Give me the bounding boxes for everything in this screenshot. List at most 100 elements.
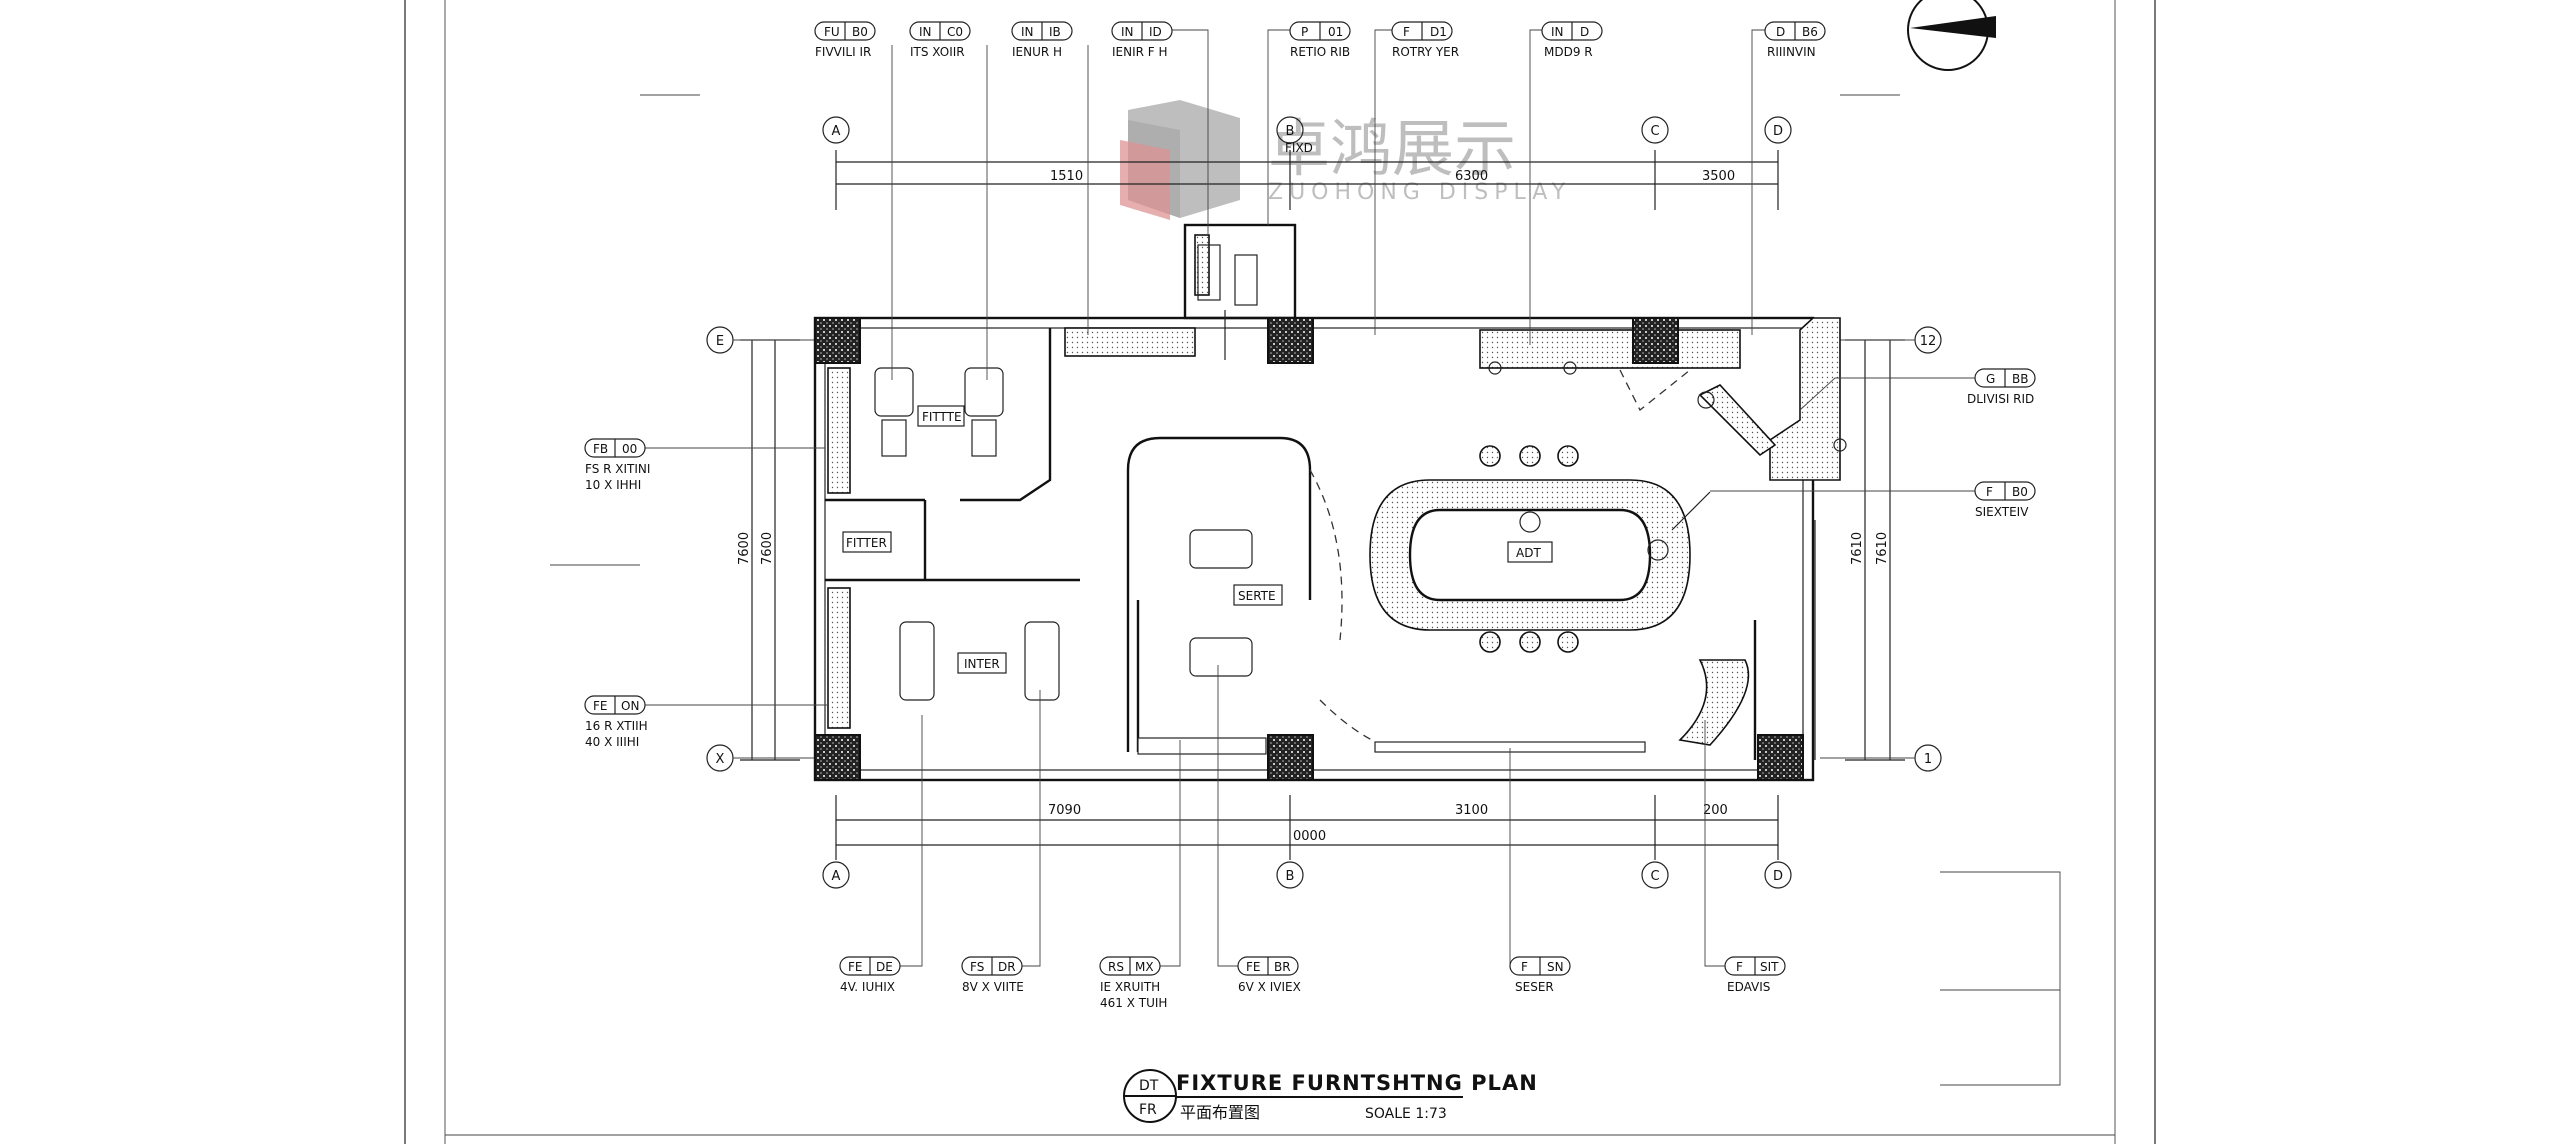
title-symbol-top: DT	[1139, 1078, 1159, 1094]
svg-text:B: B	[1286, 124, 1295, 139]
stools	[1479, 361, 1847, 653]
svg-text:A: A	[832, 124, 841, 139]
grid-bubble-right-1: 1	[1914, 744, 1942, 772]
callout-tag: IN ID IENIR F H	[1111, 21, 1173, 59]
svg-text:DE: DE	[876, 960, 893, 974]
svg-text:ITS XOIIR: ITS XOIIR	[910, 45, 965, 59]
dim-bottom-left: 7090	[1048, 803, 1081, 818]
room-label-adt: ADT	[1516, 546, 1541, 560]
svg-text:BB: BB	[2012, 372, 2028, 386]
watermark-cn: 卓鸿展示	[1268, 112, 1516, 185]
svg-text:SESER: SESER	[1515, 980, 1554, 994]
north-arrow-icon	[1907, 0, 1996, 71]
svg-text:IN: IN	[919, 25, 932, 39]
svg-text:F: F	[1403, 25, 1410, 39]
dim-top-right: 3500	[1702, 169, 1735, 184]
svg-text:IENUR H: IENUR H	[1012, 45, 1062, 59]
grid-bubble-bottom-c: C	[1641, 861, 1669, 889]
svg-text:1: 1	[1924, 752, 1932, 767]
svg-text:FS R XITINI: FS R XITINI	[585, 462, 650, 476]
dim-bottom-overall: 0000	[1293, 829, 1326, 844]
svg-text:F: F	[1986, 485, 1993, 499]
drawing-scale: SOALE 1:73	[1365, 1106, 1447, 1122]
grid-bubble-top-d: D	[1764, 116, 1792, 144]
svg-text:IN: IN	[1121, 25, 1134, 39]
svg-text:DR: DR	[998, 960, 1016, 974]
dim-top-mid: 6300	[1455, 169, 1488, 184]
dimension-lines-left: 7600 7600	[737, 339, 800, 761]
dimension-lines-right: 7610 7610	[1845, 339, 1905, 761]
room-label-fitter: FITTER	[846, 536, 887, 550]
svg-text:6V X IVIEX: 6V X IVIEX	[1238, 980, 1301, 994]
chair	[1189, 529, 1253, 569]
grid-bubble-bottom-a: A	[822, 861, 850, 889]
svg-text:D: D	[1580, 25, 1589, 39]
svg-text:IB: IB	[1049, 25, 1061, 39]
svg-text:ON: ON	[621, 699, 639, 713]
svg-text:B6: B6	[1802, 25, 1818, 39]
grid-bubble-right-12: 12	[1914, 326, 1942, 354]
room-label-fittte: FITTTE	[922, 410, 962, 424]
structural-columns	[814, 317, 1804, 781]
svg-text:FIVVILI IR: FIVVILI IR	[815, 45, 871, 59]
dim-left-outer: 7600	[737, 532, 752, 565]
svg-text:D: D	[1773, 124, 1783, 139]
callouts-top: FU B0 FIVVILI IR IN C0 ITS XOIIR IN IB IENU…	[814, 21, 1826, 59]
svg-text:D: D	[1773, 869, 1783, 884]
svg-text:FE: FE	[1246, 960, 1260, 974]
svg-text:10 X IHHI: 10 X IHHI	[585, 478, 641, 492]
svg-text:C0: C0	[947, 25, 963, 39]
grid-bubble-top-c: C	[1641, 116, 1669, 144]
room-label-inter: INTER	[964, 657, 1000, 671]
title-symbol-bottom: FR	[1139, 1102, 1157, 1118]
svg-text:SN: SN	[1547, 960, 1564, 974]
grid-bubbles: A B C D A B C D E X 12 1	[706, 116, 1942, 889]
callout-tag: F SN SESER	[1509, 956, 1571, 994]
svg-text:A: A	[832, 869, 841, 884]
grid-bubble-top-b: B	[1276, 116, 1304, 144]
sheet-frame	[404, 0, 2156, 1144]
svg-text:16 R XTIIH: 16 R XTIIH	[585, 719, 648, 733]
room-label-fixd: FIXD	[1285, 141, 1313, 155]
dimension-lines-bottom: 7090 3100 200 0000	[835, 795, 1779, 860]
callout-tag: P 01 RETIO RIB	[1289, 21, 1351, 59]
grid-bubble-left-e: E	[706, 326, 734, 354]
svg-text:IENIR F H: IENIR F H	[1112, 45, 1168, 59]
title-block: DT FR FIXTURE FURNTSHTNG PLAN 平面布置图 SOAL…	[1123, 1069, 1537, 1123]
svg-text:F: F	[1736, 960, 1743, 974]
grid-bubble-left-x: X	[706, 744, 734, 772]
svg-text:P: P	[1301, 25, 1308, 39]
svg-text:B0: B0	[852, 25, 868, 39]
svg-text:F: F	[1521, 960, 1528, 974]
dim-left-inner: 7600	[760, 532, 775, 565]
svg-text:D1: D1	[1430, 25, 1447, 39]
wall-display-strips	[827, 367, 851, 729]
svg-text:MX: MX	[1135, 960, 1154, 974]
svg-text:RIIINVIN: RIIINVIN	[1767, 45, 1816, 59]
grid-bubble-bottom-d: D	[1764, 861, 1792, 889]
fitting-chairs	[874, 367, 1253, 701]
svg-text:FU: FU	[824, 25, 840, 39]
dim-bottom-right: 200	[1703, 803, 1728, 818]
dim-bottom-mid: 3100	[1455, 803, 1488, 818]
svg-text:IN: IN	[1551, 25, 1564, 39]
building-walls	[813, 223, 1841, 782]
svg-text:RETIO RIB: RETIO RIB	[1290, 45, 1350, 59]
callout-tag: FE BR 6V X IVIEX	[1237, 956, 1301, 994]
callout-tag: IN C0 ITS XOIIR	[909, 21, 971, 59]
svg-text:ID: ID	[1149, 25, 1162, 39]
svg-text:B0: B0	[2012, 485, 2028, 499]
svg-text:01: 01	[1328, 25, 1343, 39]
grid-bubble-bottom-b: B	[1276, 861, 1304, 889]
svg-text:DLIVISI RID: DLIVISI RID	[1967, 392, 2034, 406]
dim-right-outer: 7610	[1850, 532, 1865, 565]
svg-text:BR: BR	[1274, 960, 1291, 974]
